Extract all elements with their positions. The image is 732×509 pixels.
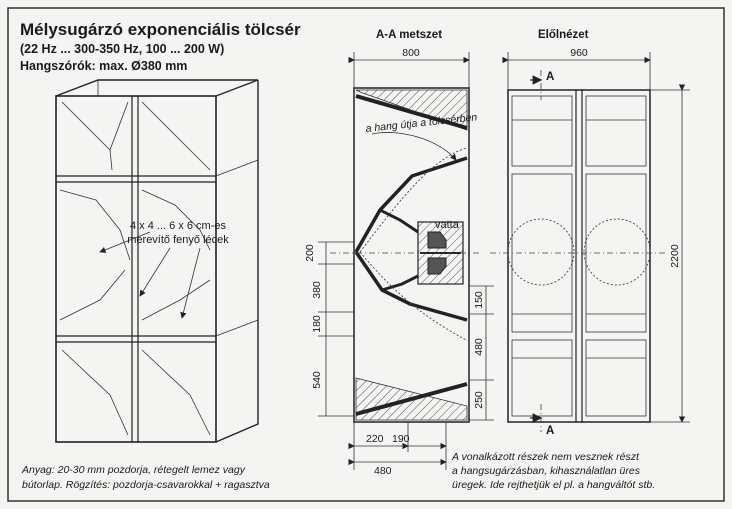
slats-arrow-3 <box>180 247 201 319</box>
section-marker-bottom: A <box>546 425 554 437</box>
unused-note-line2: a hangsugárzásban, kihasználatlan üres <box>452 465 641 477</box>
front-view-drawing <box>490 70 668 432</box>
dim-150: 150 <box>473 291 485 309</box>
subtitle-frequency: (22 Hz ... 300-350 Hz, 100 ... 200 W) <box>20 42 224 56</box>
dim-180: 180 <box>311 315 323 333</box>
dim-540: 540 <box>311 371 323 389</box>
unused-note-line1: A vonalkázott részek nem vesznek részt <box>451 451 640 463</box>
speaker-circle-right <box>583 218 651 286</box>
title: Mélysugárzó exponenciális tölcsér <box>20 20 301 39</box>
dim-section-width: 800 <box>402 47 420 59</box>
dim-height: 2200 <box>669 244 681 268</box>
outer-frame <box>7 7 725 502</box>
dimension-section-width <box>348 52 470 90</box>
section-marker-top: A <box>546 71 554 83</box>
material-note-line1: Anyag: 20-30 mm pozdorja, rétegelt lemez… <box>21 464 246 476</box>
dim-190: 190 <box>392 433 410 445</box>
slats-label-line1: 4 x 4 ... 6 x 6 cm-es <box>130 220 226 232</box>
speaker-lower <box>427 257 447 275</box>
material-note-line2: bútorlap. Rögzítés: pozdorja-csavarokkal… <box>22 479 270 491</box>
front-label: Előlnézet <box>538 29 589 41</box>
dim-380: 380 <box>311 281 323 299</box>
isometric-cabinet <box>55 79 259 443</box>
dimension-height <box>650 84 690 423</box>
dim-480-bottom: 480 <box>374 465 392 477</box>
speaker-circle-left <box>507 218 575 286</box>
section-label: A-A metszet <box>376 29 442 41</box>
subtitle-speakers: Hangszórók: max. Ø380 mm <box>20 59 187 73</box>
dimension-front-width <box>502 52 651 90</box>
dim-220: 220 <box>366 433 384 445</box>
dim-front-width: 960 <box>570 47 588 59</box>
dimension-right-chain <box>469 285 494 421</box>
slats-arrow-1 <box>99 231 151 253</box>
dimension-left-chain <box>318 241 354 417</box>
unused-note-line3: üregek. Ide rejthetjük el pl. a hangvált… <box>452 479 655 491</box>
slats-label-line2: merevítő fenyő lécek <box>127 234 229 246</box>
dim-250: 250 <box>473 391 485 409</box>
section-drawing <box>330 87 480 423</box>
dim-200: 200 <box>304 244 316 262</box>
dim-480-vertical: 480 <box>473 338 485 356</box>
batting-label: vatta <box>435 219 460 231</box>
slats-arrow-2 <box>139 247 171 297</box>
speaker-upper <box>427 231 447 249</box>
dimension-bottom <box>348 422 447 470</box>
